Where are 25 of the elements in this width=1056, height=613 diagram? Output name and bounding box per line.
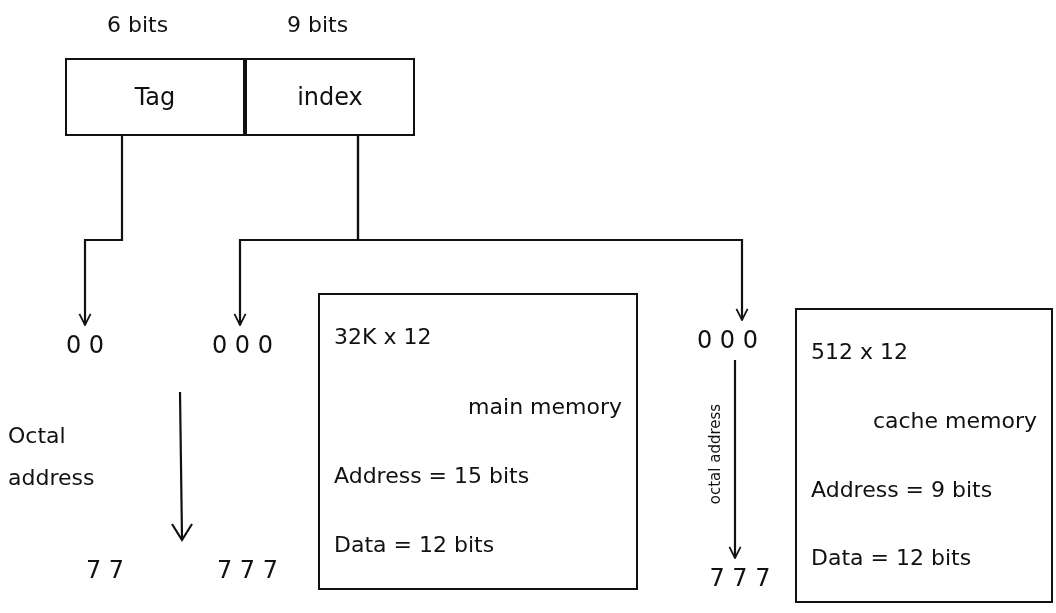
field-label: 0 0 0: [211, 330, 274, 360]
field-label: 7 7 7: [216, 555, 279, 585]
edge-label: octal address: [706, 403, 725, 505]
memory-text: Address = 15 bits: [334, 462, 531, 490]
bit-width-label: 9 bits: [287, 12, 349, 37]
field-label: 0 0 0: [696, 325, 759, 355]
field-label: Tag: [134, 82, 176, 112]
memory-text: 32K x 12: [334, 324, 433, 351]
field-label: 0 0: [65, 330, 105, 360]
memory-text: 512 x 12: [811, 339, 909, 366]
memory-text: Data = 12 bits: [334, 532, 496, 559]
arrow: [78, 136, 124, 326]
memory-box: [795, 308, 1053, 603]
memory-text: main memory: [468, 393, 622, 421]
memory-box: [318, 293, 638, 590]
memory-text: cache memory: [872, 407, 1037, 435]
note-text: Octal address: [8, 422, 96, 492]
memory-text: Data = 12 bits: [811, 545, 973, 572]
arrow: [356, 136, 749, 321]
field-label: 7 7 7: [709, 563, 771, 593]
field-label: 7 7: [85, 555, 125, 585]
bit-width-label: 6 bits: [107, 12, 169, 37]
field-label: index: [297, 82, 363, 112]
memory-text: Address = 9 bits: [811, 476, 994, 504]
arrow: [728, 360, 742, 559]
